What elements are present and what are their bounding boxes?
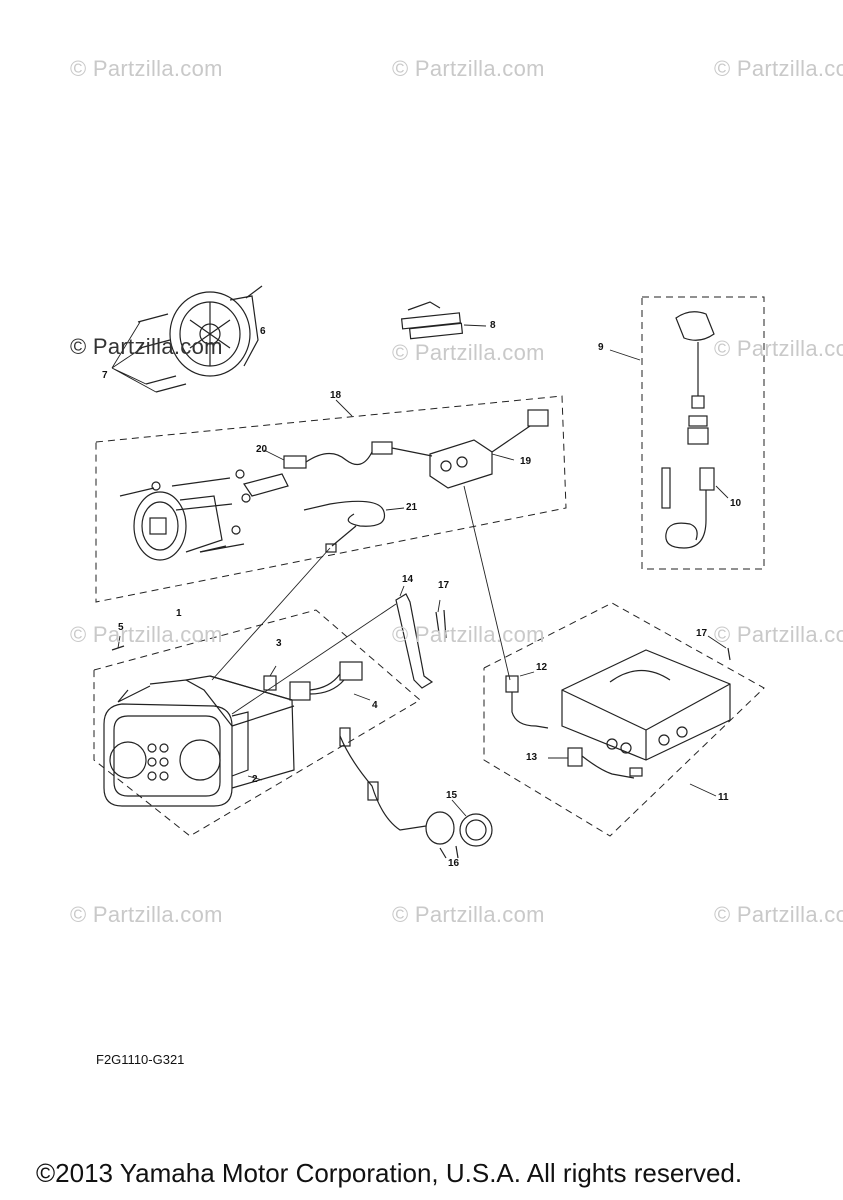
speaker-part-6 <box>169 285 263 377</box>
screw-part-5 <box>111 635 125 651</box>
cable-part-21 <box>303 500 405 553</box>
diagram-code: F2G1110-G321 <box>96 1052 185 1067</box>
watermark: © Partzilla.com <box>714 622 843 647</box>
extension-cable-part-20 <box>263 441 433 469</box>
screws-part-16 <box>439 845 459 859</box>
callout-18: 18 <box>330 390 342 401</box>
watermark: © Partzilla.com <box>392 622 545 647</box>
callout-12: 12 <box>536 662 548 673</box>
bracket-part-14 <box>395 585 434 689</box>
callout-20: 20 <box>256 444 268 455</box>
watermark: © Partzilla.com <box>70 56 223 81</box>
callout-9: 9 <box>598 342 604 353</box>
cable-part-12 <box>505 671 549 729</box>
callout-13: 13 <box>526 752 538 763</box>
group-box-1 <box>93 609 421 837</box>
callout-5: 5 <box>118 622 124 633</box>
watermark: © Partzilla.com <box>70 622 223 647</box>
watermark: © Partzilla.com <box>70 334 223 359</box>
callout-15: 15 <box>446 790 458 801</box>
main-unit-part-1 <box>103 675 295 807</box>
callout-10: 10 <box>730 498 742 509</box>
screws-part-17 <box>435 599 731 661</box>
screws-part-7 <box>111 313 187 393</box>
connector-part-3 <box>263 665 277 691</box>
callout-7: 7 <box>102 370 108 381</box>
callout-3: 3 <box>276 638 282 649</box>
group-box-9 <box>641 296 765 570</box>
watermark: © Partzilla.com <box>714 56 843 81</box>
junction-box-part-19 <box>429 409 549 489</box>
gauge-assembly-part-18 <box>119 399 353 561</box>
watermark: © Partzilla.com <box>714 336 843 361</box>
callout-17a: 17 <box>438 580 450 591</box>
watermark: © Partzilla.com <box>392 56 545 81</box>
callout-19: 19 <box>520 456 532 467</box>
group-box-18 <box>95 395 567 603</box>
callout-14: 14 <box>402 574 414 585</box>
callout-6: 6 <box>260 326 266 337</box>
callout-1: 1 <box>176 608 182 619</box>
harness-part-4 <box>289 661 371 701</box>
callout-4: 4 <box>372 700 378 711</box>
gps-cable-part-10 <box>661 467 729 549</box>
watermark: © Partzilla.com <box>70 902 223 927</box>
copyright-notice: ©2013 Yamaha Motor Corporation, U.S.A. A… <box>36 1158 743 1188</box>
callout-2: 2 <box>252 774 258 785</box>
harness-part-13 <box>548 747 643 779</box>
callout-16: 16 <box>448 858 460 869</box>
bracket-part-2 <box>231 711 263 781</box>
speaker-part-15 <box>339 727 493 847</box>
group-box-11 <box>483 602 765 837</box>
harness-clip-part-8 <box>400 301 487 340</box>
antenna-part-9 <box>609 311 715 445</box>
watermark: © Partzilla.com <box>392 902 545 927</box>
callout-11: 11 <box>718 792 729 803</box>
callout-17b: 17 <box>696 628 708 639</box>
long-cables <box>211 485 511 715</box>
amplifier-part-11 <box>561 649 731 797</box>
callout-21: 21 <box>406 502 418 513</box>
watermark: © Partzilla.com <box>392 340 545 365</box>
callout-8: 8 <box>490 320 496 331</box>
watermark: © Partzilla.com <box>714 902 843 927</box>
